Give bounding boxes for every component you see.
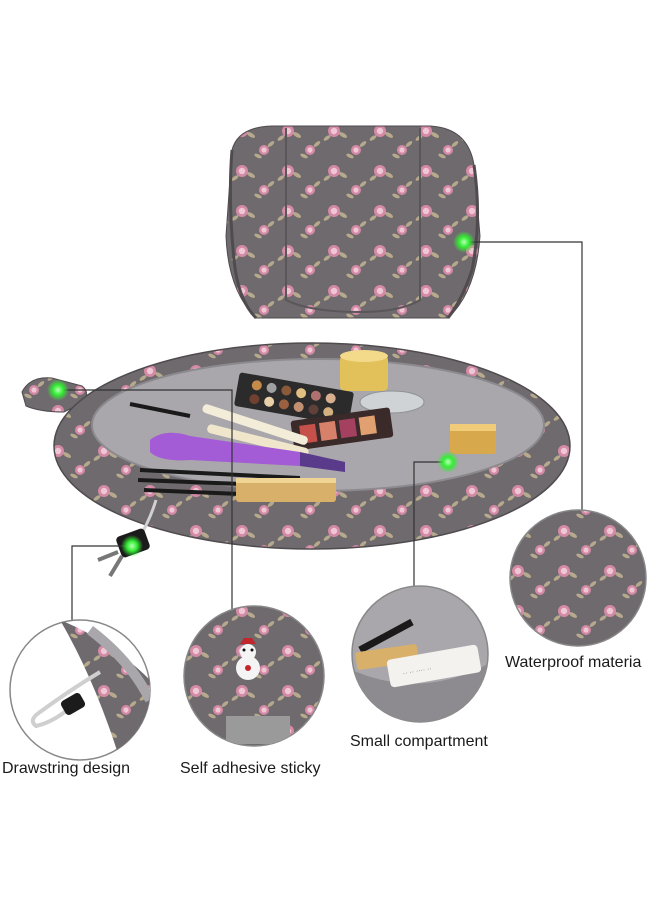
green-dot-marker <box>453 231 475 253</box>
caption-drawstring-design: Drawstring design <box>2 760 131 777</box>
detail-small-compartment: ·· ·· ···· ·· <box>351 585 489 723</box>
leader-lines <box>58 241 583 620</box>
detail-waterproof <box>509 509 647 647</box>
green-dot-marker <box>47 379 69 401</box>
caption-small-compartment: Small compartment <box>350 733 488 750</box>
green-dot-marker <box>437 451 459 473</box>
detail-sticky <box>183 605 325 747</box>
svg-text:·· ·· ···· ··: ·· ·· ···· ·· <box>402 666 432 678</box>
detail-drawstring <box>9 619 151 761</box>
closed-bag <box>225 125 481 320</box>
makeup-items <box>129 350 496 502</box>
green-dot-markers <box>47 231 475 557</box>
caption-waterproof-material: Waterproof materia <box>505 654 642 671</box>
green-dot-marker <box>121 535 143 557</box>
caption-self-adhesive-sticky: Self adhesive sticky <box>180 760 321 777</box>
